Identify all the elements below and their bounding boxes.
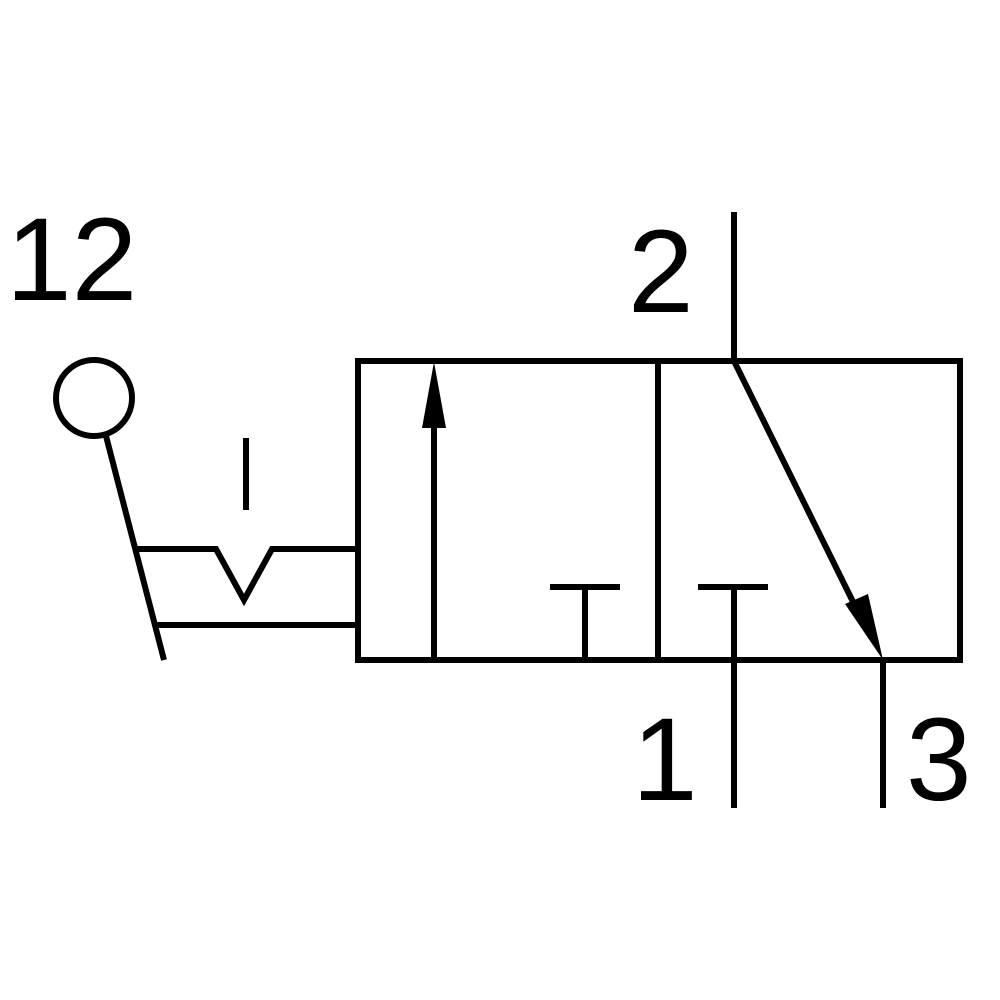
- arrow-up-icon: [422, 362, 446, 428]
- port-label-2: 2: [628, 206, 694, 338]
- port-label-12: 12: [6, 194, 137, 326]
- switching-position-left: [422, 362, 620, 660]
- switching-position-right: [698, 359, 883, 660]
- lever-actuator: [53, 357, 167, 661]
- port-label-3: 3: [906, 694, 972, 826]
- flow-path-diagonal: [731, 359, 863, 618]
- detent-mechanism: [134, 438, 358, 628]
- valve-body: [355, 358, 963, 663]
- detent-notch: [134, 546, 358, 607]
- port-label-1: 1: [632, 694, 698, 826]
- arrow-down-right-icon: [845, 594, 883, 660]
- lever-knob-icon: [53, 357, 135, 439]
